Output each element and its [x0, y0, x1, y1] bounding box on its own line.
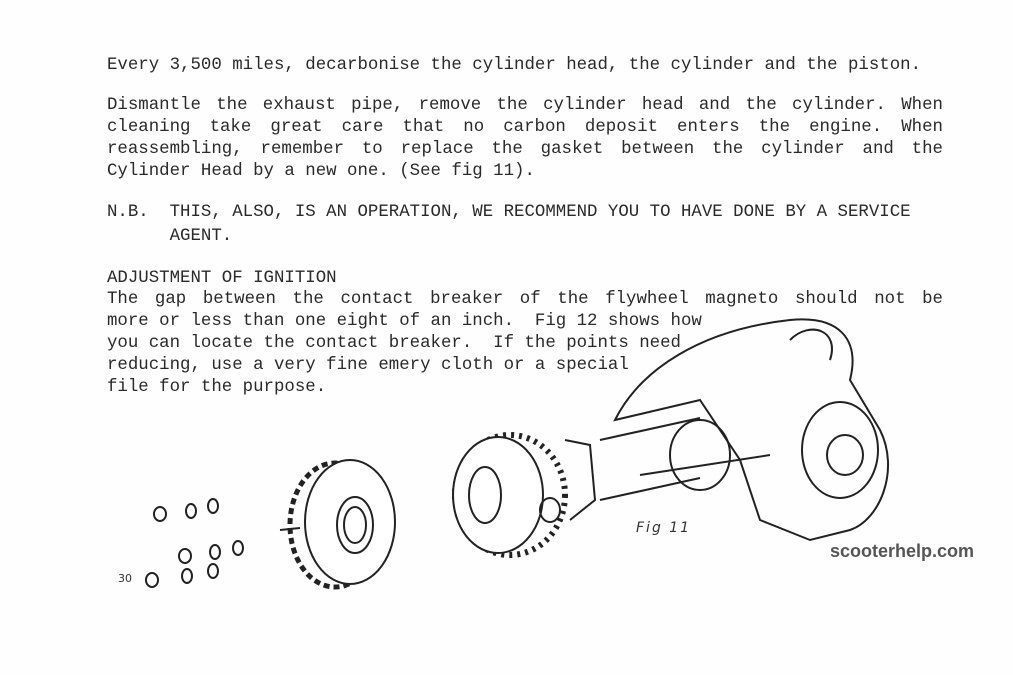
- paragraph-line: file for the purpose.: [107, 378, 327, 397]
- watermark: scooterhelp.com: [830, 541, 975, 561]
- intro-text: Every 3,500 miles, decarbonise the cylin…: [107, 56, 922, 75]
- figure-label: Fig 11: [636, 520, 692, 536]
- crankcase-illustration: [599, 318, 889, 542]
- note-line: N.B. THIS, ALSO, IS AN OPERATION, WE REC…: [107, 203, 911, 222]
- paragraph-line: more or less than one eight of an inch. …: [107, 312, 702, 331]
- paragraph-line: The gap between the contact breaker of t…: [107, 290, 943, 309]
- paragraph-line: Cylinder Head by a new one. (See fig 11)…: [107, 162, 535, 181]
- paragraph-line: cleaning take great care that no carbon …: [107, 118, 943, 137]
- section-heading: ADJUSTMENT OF IGNITION: [107, 269, 337, 288]
- paragraph-line: Dismantle the exhaust pipe, remove the c…: [107, 96, 943, 115]
- flywheel-illustration: [279, 459, 396, 590]
- paragraph-line: reducing, use a very fine emery cloth or…: [107, 356, 629, 375]
- part-number: 30: [118, 572, 132, 585]
- washers-illustration: [145, 498, 244, 588]
- note-line: AGENT.: [107, 227, 233, 246]
- paragraph-line: you can locate the contact breaker. If t…: [107, 334, 681, 353]
- paragraph-line: reassembling, remember to replace the ga…: [107, 140, 943, 159]
- cylinder-illustration: [452, 432, 597, 558]
